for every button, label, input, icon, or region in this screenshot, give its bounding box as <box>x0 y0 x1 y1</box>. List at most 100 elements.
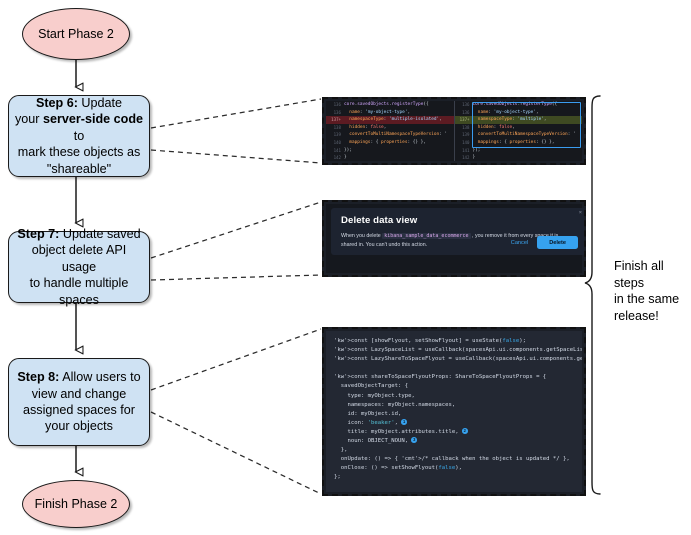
diff-line-number: 136 <box>333 109 341 115</box>
start-node[interactable]: Start Phase 2 <box>22 8 130 60</box>
code-line: onClose: () => setShowFlyout(false), <box>334 465 462 472</box>
diff-line-code: convertToMultiNamespaceTypeVersion: ' <box>349 132 448 138</box>
step-7-line3: to handle multiple spaces <box>29 276 129 307</box>
release-note: Finish all steps in the same release! <box>614 258 690 324</box>
code-annotation-badge: 1 <box>401 419 407 425</box>
diff-line: 138 hidden: false, <box>326 124 454 132</box>
release-note-line2: in the same <box>614 292 680 307</box>
diff-line-code: hidden: false, <box>349 124 387 130</box>
finish-node[interactable]: Finish Phase 2 <box>22 480 130 528</box>
leader-step6-top <box>150 98 322 129</box>
callout-code-screenshot[interactable]: 'kw'>const [showFlyout, setShowFlyout] =… <box>322 327 586 496</box>
diff-line: 138 hidden: false, <box>455 124 583 132</box>
modal-body-code-chip: kibana_sample_data_ecommerce <box>382 233 471 239</box>
diff-line: 140 mappings: { properties: {} }, <box>326 139 454 147</box>
step-6-line3: mark these objects as <box>17 145 141 160</box>
step-6-line1-rest: Update <box>77 96 123 111</box>
delete-button[interactable]: Delete <box>537 236 578 249</box>
diff-line-code: hidden: false, <box>477 124 515 130</box>
diff-line-code: } <box>472 155 476 161</box>
diff-line-number: 142 <box>462 155 470 161</box>
diff-line-code: name: 'my-object-type', <box>349 109 411 115</box>
release-note-line3: release! <box>614 308 659 323</box>
diff-line-code: core.savedObjects.registerType({ <box>472 102 558 107</box>
step-6-line4: "shareable" <box>46 161 112 176</box>
cancel-button[interactable]: Cancel <box>510 239 529 246</box>
diff-line-number: 140 <box>333 139 341 145</box>
code-line: noun: OBJECT_NOUN, 3 <box>334 437 418 445</box>
step-6-node[interactable]: Step 6: Update your server-side code to … <box>8 95 150 177</box>
diff-line-number: 141 <box>333 147 341 153</box>
diff-line: 139 convertToMultiNamespaceTypeVersion: … <box>326 131 454 139</box>
diff-line-code: core.savedObjects.registerType({ <box>344 102 429 107</box>
diff-line: 137+ namespaceType: 'multiple', <box>454 116 582 124</box>
leader-step6-bottom <box>150 149 322 164</box>
step-8-node[interactable]: Step 8: Allow users to view and change a… <box>8 358 150 446</box>
leader-step8-top <box>150 328 322 391</box>
code-line: }; <box>334 474 341 481</box>
diff-line: 137+ namespaceType: 'multiple-isolated', <box>326 116 454 124</box>
code-line: type: myObject.type, <box>334 392 415 399</box>
modal-body-after: , you remove it from every space it is s… <box>341 233 559 248</box>
code-block: 'kw'>const [showFlyout, setShowFlyout] =… <box>326 331 582 492</box>
diff-line: 136 name: 'my-object-type', <box>455 109 583 117</box>
diff-line-number: 141 <box>462 147 470 153</box>
step-6-line2-bold: server-side code <box>42 112 144 127</box>
step-7-line1-rest: Update saved <box>59 227 141 242</box>
diff-line-number: 142 <box>333 155 341 161</box>
diff-line-number: 139 <box>333 132 341 138</box>
diff-line-number: 137+ <box>459 117 470 123</box>
step-7-title: Step 7: <box>17 227 60 242</box>
diff-line-number: 140 <box>462 139 470 145</box>
close-icon[interactable]: × <box>578 210 582 216</box>
modal-body: When you delete kibana_sample_data_ecomm… <box>341 232 563 249</box>
diff-line-code: namespaceType: 'multiple-isolated', <box>349 117 442 123</box>
step-8-line2: view and change <box>31 386 127 401</box>
code-line: namespaces: myObject.namespaces, <box>334 401 456 408</box>
diff-line-code: convertToMultiNamespaceTypeVersion: ' <box>477 132 576 138</box>
code-annotation-badge: 3 <box>411 437 418 443</box>
code-line: 'kw'>const LazyShareToSpaceFlyout = useC… <box>334 356 582 363</box>
diff-line-number: 139 <box>462 132 470 138</box>
modal-backdrop: × Delete data view When you delete kiban… <box>326 204 584 273</box>
diff-line: 140 mappings: { properties: {} }, <box>455 139 583 147</box>
diff-line: 139 convertToMultiNamespaceTypeVersion: … <box>455 131 583 139</box>
diff-line-code: namespaceType: 'multiple', <box>477 117 547 123</box>
modal-actions: Cancel Delete <box>511 236 578 249</box>
start-node-label: Start Phase 2 <box>38 26 114 41</box>
code-line: 'kw'>const shareToSpaceFlyoutProps: Shar… <box>334 374 547 381</box>
step-6-text: Step 6: Update your server-side code to … <box>14 95 144 177</box>
diff-line-number: 136 <box>462 102 470 107</box>
diff-line-code: }); <box>472 147 481 153</box>
finish-node-label: Finish Phase 2 <box>34 496 118 511</box>
diff-line-number: 138 <box>333 124 341 130</box>
diff-line-code: } <box>344 155 347 161</box>
code-annotation-badge: 2 <box>461 428 468 434</box>
step-8-text: Step 8: Allow users to view and change a… <box>17 369 140 434</box>
step-7-line2: object delete API usage <box>31 243 127 274</box>
leader-step7-top <box>150 201 322 259</box>
diff-line-number: 136 <box>462 109 470 115</box>
step-8-line1-rest: Allow users to <box>59 370 141 385</box>
step-7-text: Step 7: Update saved object delete API u… <box>14 226 144 308</box>
step-7-node[interactable]: Step 7: Update saved object delete API u… <box>8 227 150 307</box>
step-8-line4: your objects <box>45 419 113 434</box>
diff-line-code: }); <box>344 147 352 153</box>
code-line: onUpdate: () => { 'cmt'>/* callback when… <box>334 456 570 463</box>
step-6-line2-a: your <box>14 112 43 127</box>
diff-line-code: mappings: { properties: {} }, <box>349 139 426 145</box>
code-line: title: myObject.attributes.title, 2 <box>334 428 468 435</box>
diff-line: 141}); <box>455 147 583 155</box>
diff-line: 136 name: 'my-object-type', <box>326 109 454 117</box>
callout-delete-modal-screenshot[interactable]: × Delete data view When you delete kiban… <box>322 200 586 277</box>
release-note-line1: Finish all steps <box>614 259 664 290</box>
code-line: icon: 'beaker', 1 <box>334 419 407 426</box>
code-line <box>334 364 582 373</box>
